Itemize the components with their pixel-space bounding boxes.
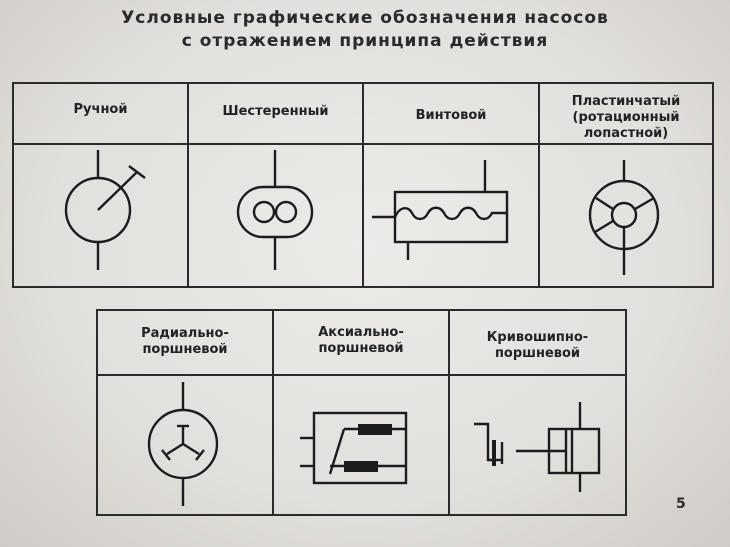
header-crank-piston: Кривошипно- поршневой (486, 330, 589, 361)
screw-pump-symbol (372, 160, 509, 260)
header-radial-piston: Радиально- поршневой (141, 326, 229, 357)
top-table-col-divider (538, 82, 540, 288)
header-screw: Винтовой (415, 108, 487, 123)
manual-pump-symbol (64, 150, 146, 270)
slide-title-line-1: Условные графические обозначения насосов (121, 8, 609, 28)
crank-piston-pump-symbol (474, 402, 601, 492)
radial-piston-pump-symbol (147, 382, 219, 506)
header-manual: Ручной (73, 102, 128, 117)
slide-title-line-2: с отражением принципа действия (181, 31, 549, 51)
page-number: 5 (676, 496, 686, 512)
header-gear: Шестеренный (222, 104, 329, 119)
bottom-table-header-divider (96, 374, 627, 376)
header-vane: Пластинчатый (ротационный лопастной) (571, 94, 681, 141)
bottom-table-col-divider (272, 309, 274, 516)
header-axial-piston: Аксиально- поршневой (318, 325, 404, 356)
top-table-col-divider (187, 82, 189, 288)
gear-pump-symbol (236, 150, 314, 270)
top-table-col-divider (362, 82, 364, 288)
axial-piston-pump-symbol (300, 411, 408, 485)
vane-pump-symbol (588, 160, 660, 275)
bottom-table-col-divider (448, 309, 450, 516)
bottom-symbols-table (96, 309, 627, 516)
